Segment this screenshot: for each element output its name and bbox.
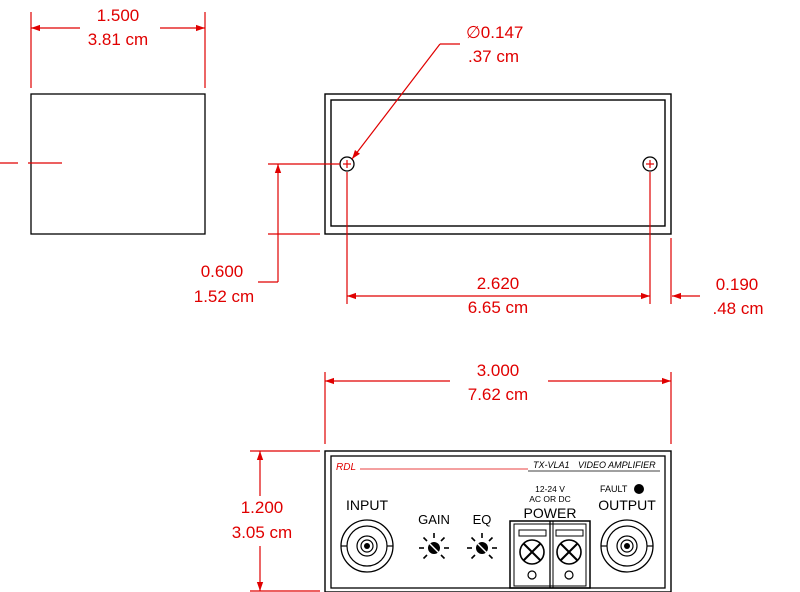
input-label: INPUT xyxy=(346,497,388,513)
eq-trimpot-icon xyxy=(467,533,497,560)
front-panel-outer xyxy=(324,450,672,592)
hole-dia-leader xyxy=(351,43,441,160)
top-view-outer xyxy=(324,93,672,235)
hole-height-in: 0.600 xyxy=(201,262,244,281)
side-width-cm: 3.81 cm xyxy=(88,30,148,49)
fault-label: FAULT xyxy=(600,484,628,494)
hole-spacing-in: 2.620 xyxy=(477,274,520,293)
input-bnc-connector-icon xyxy=(340,519,394,573)
front-panel-inner xyxy=(330,455,666,589)
brand-logo-text: RDL xyxy=(336,462,356,473)
product-name: VIDEO AMPLIFIER xyxy=(578,460,656,470)
ac-dc-label: AC OR DC xyxy=(529,494,571,504)
eq-label: EQ xyxy=(473,512,492,527)
hole-spacing-cm: 6.65 cm xyxy=(468,298,528,317)
output-bnc-connector-icon xyxy=(600,519,654,573)
front-width-in: 3.000 xyxy=(477,361,520,380)
side-width-in: 1.500 xyxy=(97,6,140,25)
front-view: 3.000 7.62 cm 1.200 3.05 cm RDL TX-VLA1 … xyxy=(232,361,672,592)
model-number: TX-VLA1 xyxy=(533,460,570,470)
top-view-inner xyxy=(330,99,666,227)
hole-edge-cm: .48 cm xyxy=(712,299,763,318)
power-terminal-block-icon xyxy=(509,520,591,589)
hole-dia-cm: .37 cm xyxy=(468,47,519,66)
power-label: POWER xyxy=(524,505,577,521)
hole-dia-in: ∅0.147 xyxy=(466,23,523,42)
front-width-cm: 7.62 cm xyxy=(468,385,528,404)
front-height-in: 1.200 xyxy=(241,498,284,517)
side-view-outline xyxy=(30,93,206,235)
gain-label: GAIN xyxy=(418,512,450,527)
voltage-label: 12-24 V xyxy=(535,484,565,494)
front-height-cm: 3.05 cm xyxy=(232,523,292,542)
output-label: OUTPUT xyxy=(598,497,656,513)
gain-trimpot-icon xyxy=(419,533,449,560)
mounting-hole-right xyxy=(642,156,658,172)
hole-edge-in: 0.190 xyxy=(716,275,759,294)
hole-height-cm: 1.52 cm xyxy=(194,287,254,306)
top-view: ∅0.147 .37 cm 0.600 1.52 cm 2.620 6.65 c… xyxy=(194,23,764,318)
side-view: 1.500 3.81 cm xyxy=(0,6,206,235)
fault-led-icon xyxy=(634,484,644,494)
